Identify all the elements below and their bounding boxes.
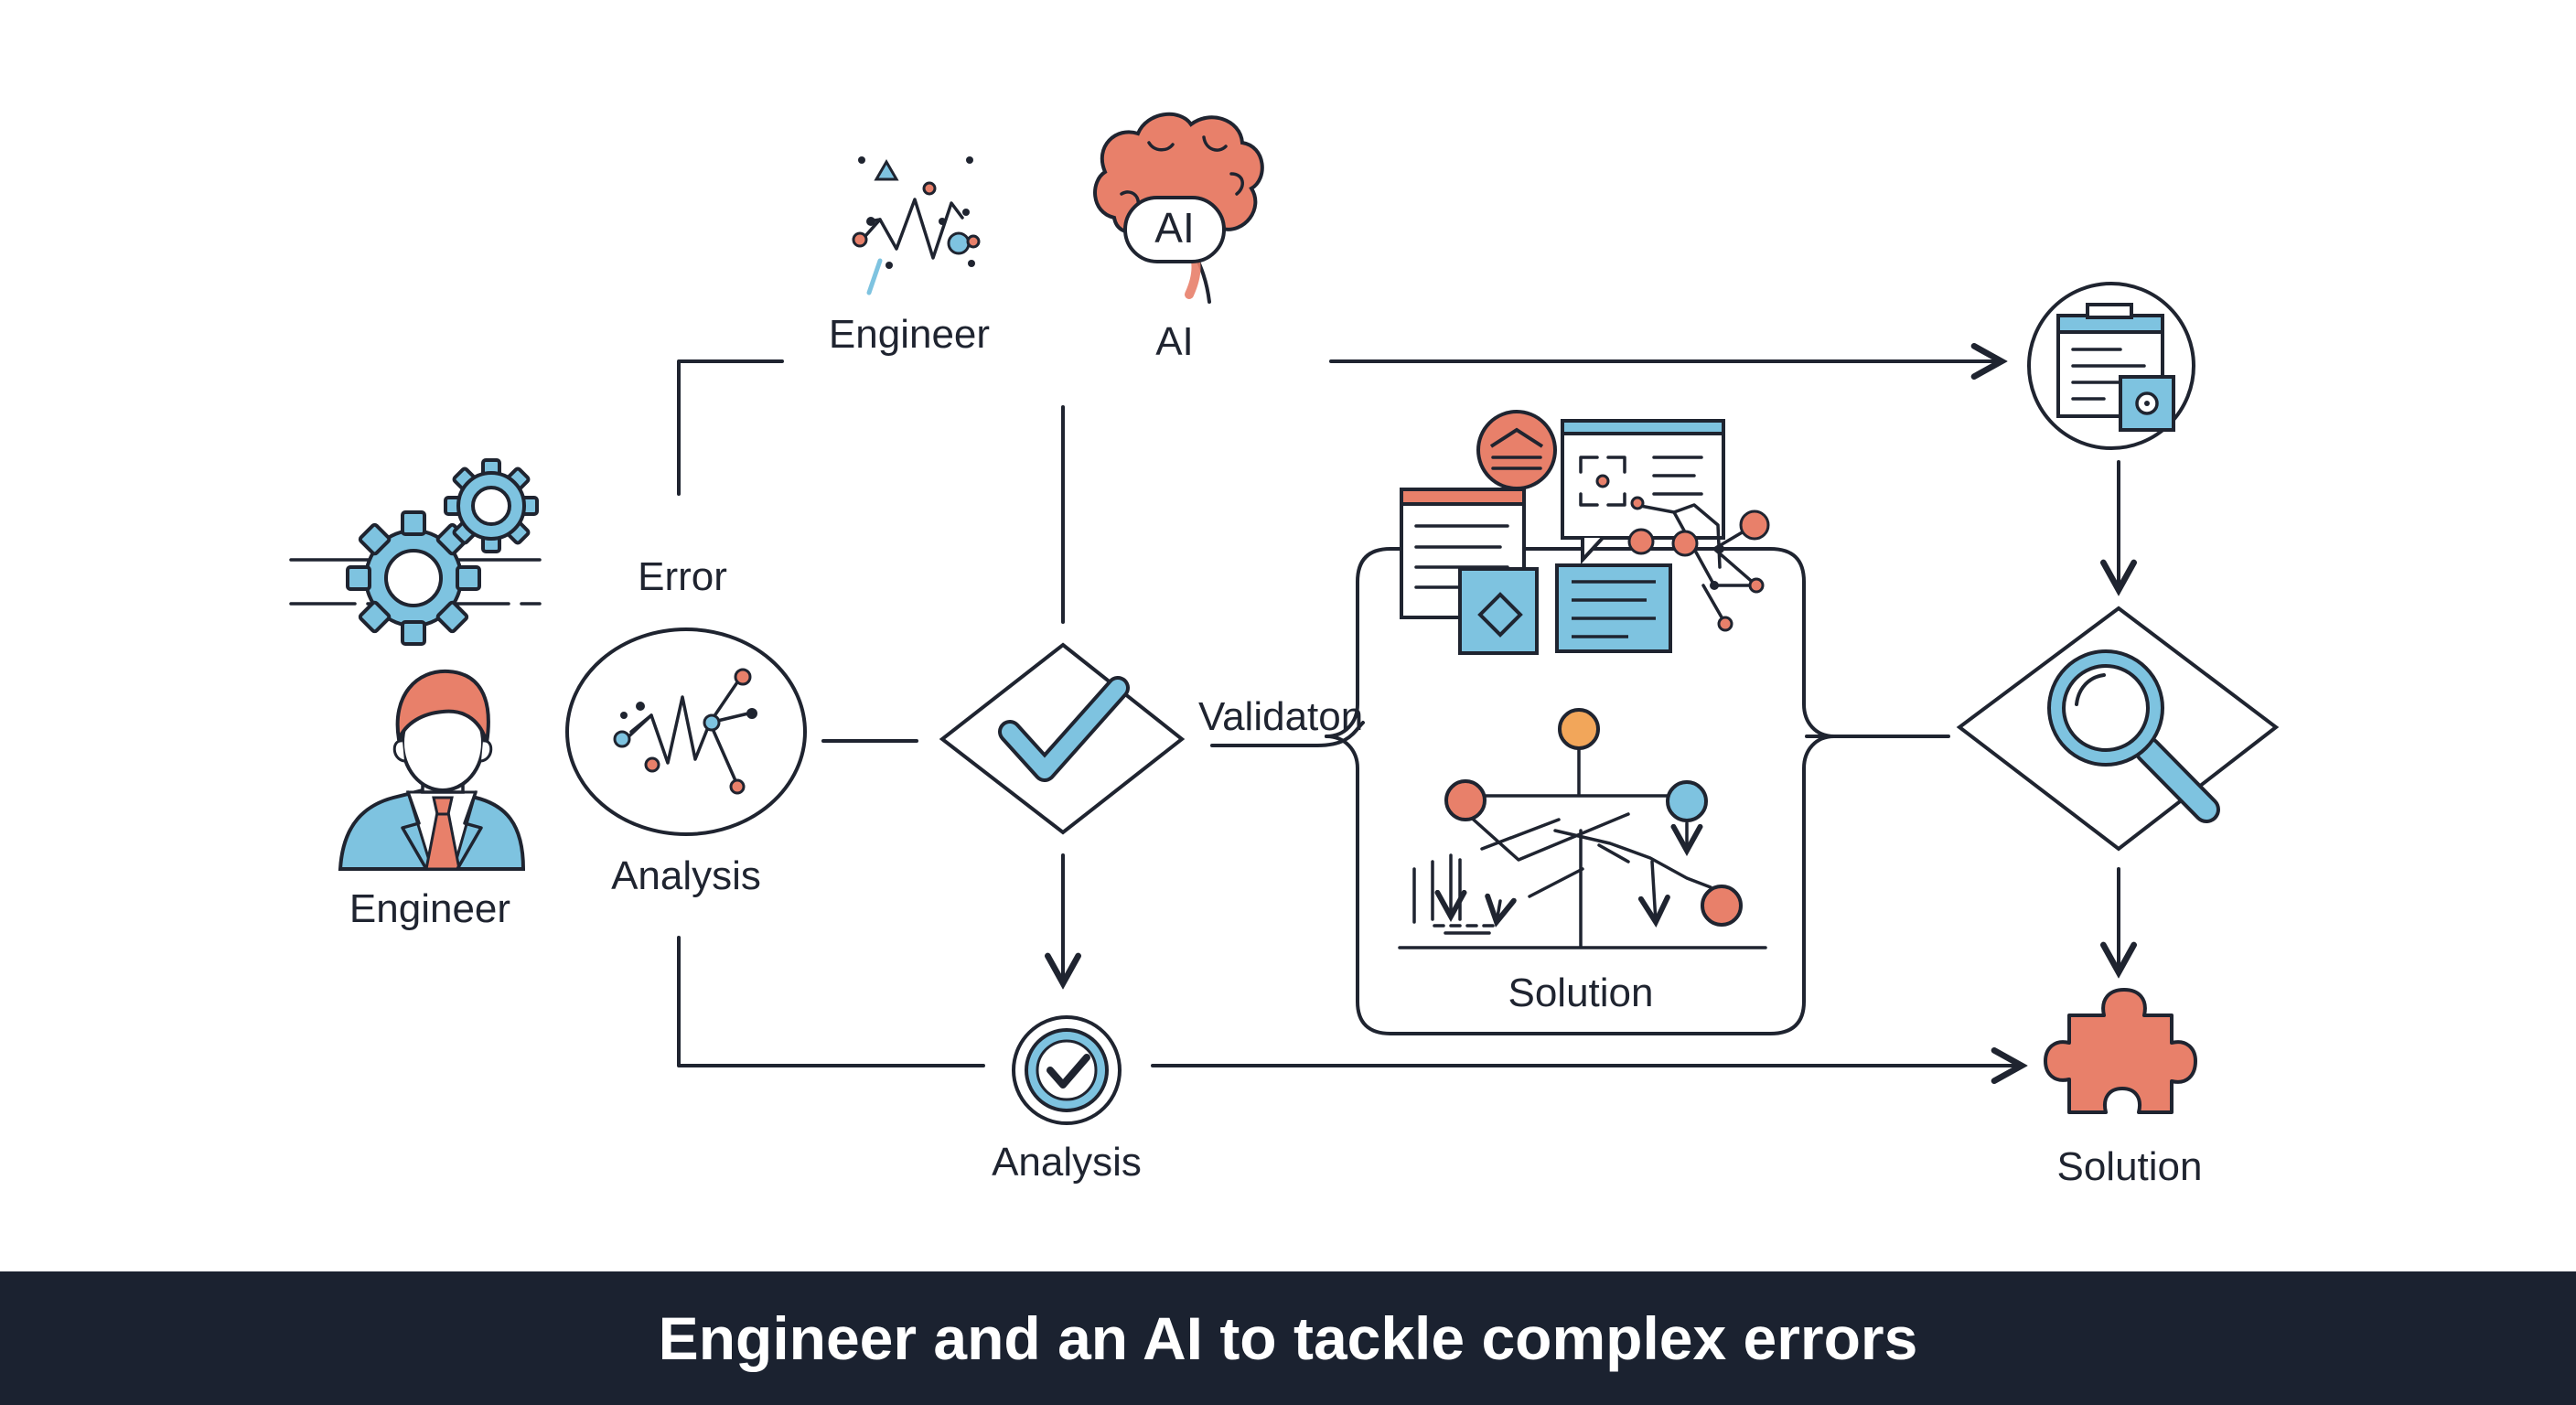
- caption-text: Engineer and an AI to tackle complex err…: [658, 1304, 1918, 1372]
- analysis-left-label: Analysis: [611, 853, 761, 898]
- engineer-left-label: Engineer: [349, 886, 510, 931]
- analysis-bottom-label: Analysis: [992, 1140, 1142, 1185]
- ai-badge-text: AI: [1154, 204, 1194, 252]
- engineer-top-label: Engineer: [829, 312, 990, 357]
- gears-icon: [346, 458, 539, 646]
- checkmark-diamond-icon: [939, 642, 1186, 835]
- magnifier-diamond-icon: [1956, 606, 2280, 852]
- network-spark-icon: [852, 156, 981, 295]
- engineer-avatar-icon: [338, 669, 526, 871]
- caption-bar: Engineer and an AI to tackle complex err…: [0, 1271, 2576, 1405]
- flowchart-icon: [1398, 708, 1767, 949]
- check-circle-icon: [1012, 1015, 1122, 1125]
- solution-right-label: Solution: [2056, 1144, 2202, 1189]
- ai-brain-icon: [1093, 112, 1264, 304]
- solution-box-label: Solution: [1508, 971, 1653, 1015]
- puzzle-piece-icon: [2044, 988, 2197, 1114]
- error-label: Error: [638, 554, 727, 599]
- analysis-network-icon: [565, 627, 807, 836]
- document-cluster-icon: [1400, 410, 1770, 655]
- clipboard-lock-icon: [2027, 282, 2195, 450]
- ai-label: AI: [1155, 319, 1194, 364]
- validation-label: Validaton: [1198, 694, 1363, 739]
- solution-container: [1325, 547, 1836, 1035]
